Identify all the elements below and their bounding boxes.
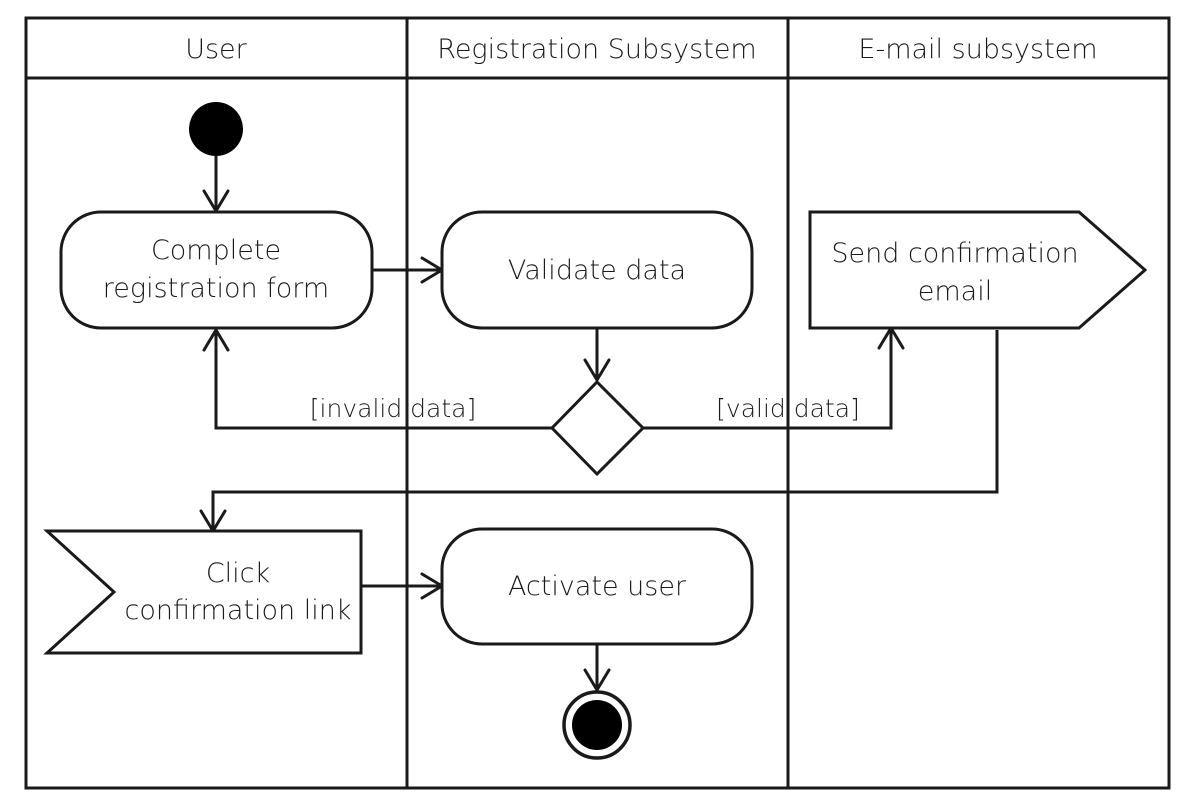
guard-valid-data: [valid data] (716, 394, 860, 423)
action-activate-user-label: Activate user (508, 571, 687, 602)
signal-send-confirmation-email: Send confirmation email (808, 210, 1148, 330)
end-node (562, 690, 632, 760)
edge-invalid-loop (214, 330, 552, 430)
event-click-confirmation-link: Click confirmation link (43, 529, 363, 655)
lane-title-user: User (185, 34, 247, 65)
start-node (189, 102, 243, 156)
signal-send-line1: Send confirmation (831, 238, 1078, 269)
action-validate-data-label: Validate data (508, 255, 686, 286)
action-activate-user: Activate user (440, 527, 754, 646)
arrowhead-form-bottom (202, 328, 230, 352)
arrowhead-end-top (583, 668, 611, 692)
action-complete-form: Complete registration form (59, 210, 374, 330)
action-complete-form-line2: registration form (103, 273, 329, 304)
action-complete-form-shape (59, 210, 374, 330)
action-validate-data: Validate data (440, 210, 754, 330)
event-click-line2: confirmation link (124, 595, 351, 626)
lane-title-email: E-mail subsystem (858, 34, 1097, 65)
guard-invalid-data: [invalid data] (310, 394, 476, 423)
edge-email-to-click (211, 330, 999, 531)
signal-send-shape (808, 210, 1148, 330)
flow-edges (199, 155, 999, 692)
signal-send-line2: email (918, 276, 992, 307)
action-validate-data-shape (440, 210, 754, 330)
lane-title-registration: Registration Subsystem (437, 34, 756, 65)
event-click-shape (43, 529, 363, 655)
action-activate-user-shape (440, 527, 754, 646)
action-complete-form-line1: Complete (151, 235, 281, 266)
end-node-core (572, 700, 622, 750)
decision-node (549, 379, 646, 477)
event-click-line1: Click (206, 558, 270, 589)
edge-valid-path (643, 328, 893, 430)
